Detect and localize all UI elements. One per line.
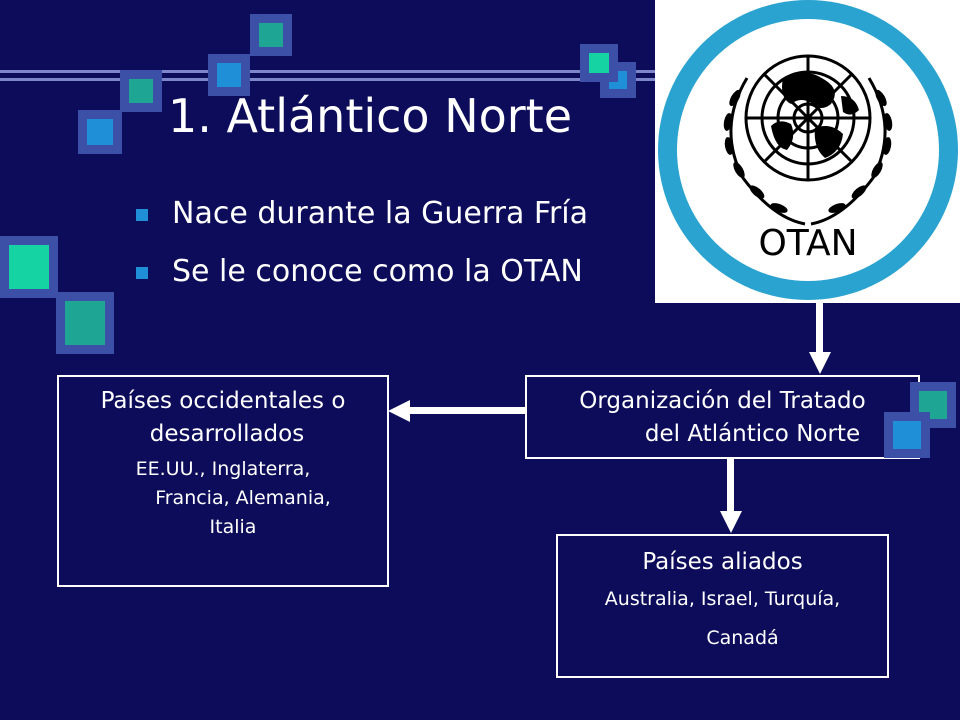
decorative-line <box>0 70 660 73</box>
left-box-detail: EE.UU., Inglaterra, <box>135 458 311 480</box>
bullet-item: Nace durante la Guerra Fría <box>136 194 588 252</box>
bottom-box-line: Países aliados <box>642 549 803 575</box>
left-box-detail: Italia <box>209 516 257 538</box>
decorative-square <box>910 382 956 428</box>
slide-title: 1. Atlántico Norte <box>168 89 573 143</box>
left-box-detail: Francia, Alemania, <box>155 487 331 509</box>
bullet-square-icon <box>136 267 148 279</box>
center-box-line: del Atlántico Norte <box>644 421 861 447</box>
left-box-western-countries: Países occidentales o desarrollados EE.U… <box>57 375 389 587</box>
bottom-box-detail: Australia, Israel, Turquía, <box>604 588 841 610</box>
arrow-down-head-icon <box>809 352 831 374</box>
decorative-line <box>0 78 660 81</box>
decorative-square <box>250 14 292 56</box>
decorative-square <box>884 412 930 458</box>
otan-logo: OTAN <box>655 0 960 303</box>
bottom-box-detail: Canadá <box>706 627 779 649</box>
bullet-text: Nace durante la Guerra Fría <box>172 196 589 231</box>
left-box-line: Países occidentales o <box>100 388 346 414</box>
arrow-down-head-icon <box>720 511 742 533</box>
arrow-down-shaft <box>727 459 734 512</box>
decorative-square <box>0 236 58 298</box>
bullet-list: Nace durante la Guerra Fría Se le conoce… <box>136 194 588 310</box>
center-box-line: Organización del Tratado <box>579 388 866 414</box>
decorative-square <box>208 54 250 96</box>
bottom-box-allied-countries: Países aliados Australia, Israel, Turquí… <box>556 534 889 678</box>
decorative-square <box>78 110 122 154</box>
bullet-square-icon <box>136 209 148 221</box>
bullet-text: Se le conoce como la OTAN <box>172 254 583 289</box>
decorative-square <box>580 44 618 82</box>
un-emblem-icon: OTAN <box>658 0 958 300</box>
left-box-line: desarrollados <box>149 421 305 447</box>
bullet-item: Se le conoce como la OTAN <box>136 252 588 310</box>
arrow-down-shaft <box>816 303 823 353</box>
center-box-otan: Organización del Tratado del Atlántico N… <box>525 375 920 459</box>
arrow-left-head-icon <box>388 400 410 422</box>
decorative-square <box>56 292 114 354</box>
arrow-left-shaft <box>408 407 525 414</box>
logo-text: OTAN <box>758 223 857 264</box>
decorative-square <box>120 70 162 112</box>
